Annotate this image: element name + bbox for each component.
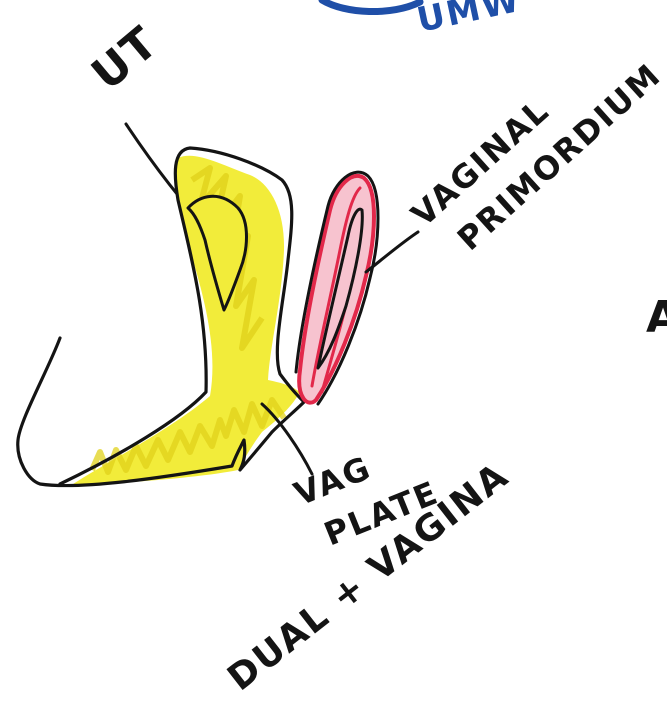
blue-ink-stroke-top: [322, 0, 420, 12]
right-edge-partial-label: A: [646, 292, 667, 343]
vaginal-primordium: [296, 172, 378, 404]
top-partial-label: UMW: [414, 0, 525, 41]
dual-vagina-label: DUAL + VAGINA: [220, 455, 517, 699]
uterovaginal-structure: [18, 148, 304, 486]
ut-label: UT: [82, 17, 168, 101]
